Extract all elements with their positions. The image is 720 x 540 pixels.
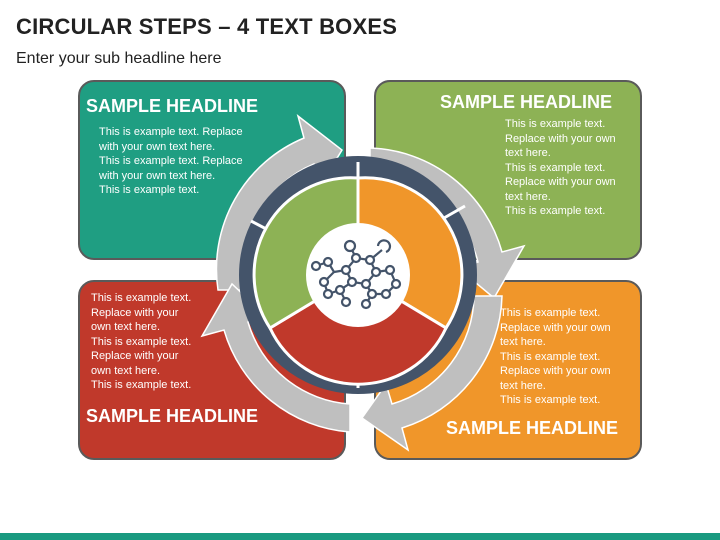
arrow-bottom-right [360,295,503,452]
bottom-accent-bar [0,533,720,540]
box-body-text: This is example text. Replace with your … [505,118,616,217]
box-headline: SAMPLE HEADLINE [446,418,619,438]
page-subtitle: Enter your sub headline here [16,50,222,67]
text-box-top-left: SAMPLE HEADLINE This is example text. Re… [78,80,346,260]
molecule-network-icon [310,239,402,310]
box-headline: SAMPLE HEADLINE [86,406,259,426]
center-circle [306,223,410,327]
box-headline: SAMPLE HEADLINE [86,96,259,116]
box-headline: SAMPLE HEADLINE [440,92,613,112]
arrow-bottom-left [200,282,351,433]
box-body-text: This is example text. Replace with your … [99,126,243,196]
box-body-text: This is example text. Replace with your … [500,307,611,406]
page-title: CIRCULAR STEPS – 4 TEXT BOXES [16,14,398,39]
box-body-text: This is example text. Replace with your … [91,292,192,391]
